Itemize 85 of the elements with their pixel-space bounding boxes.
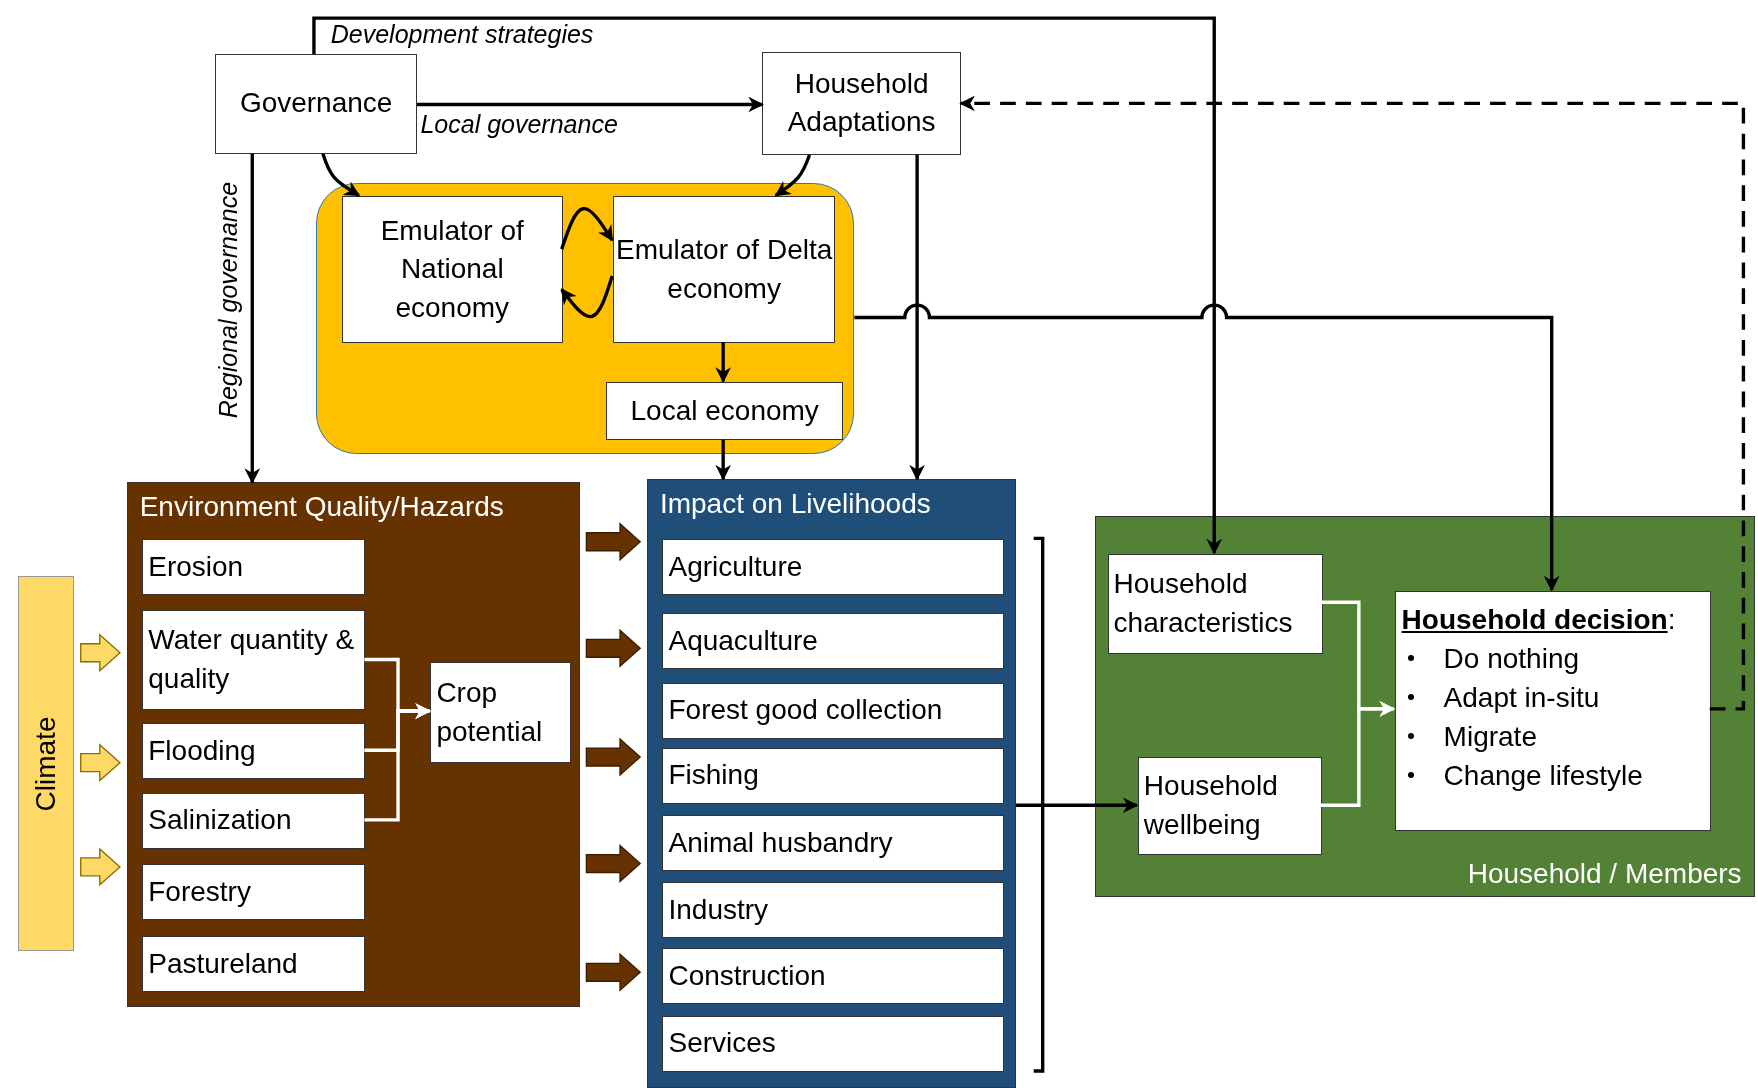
bullet-item: Change lifestyle [1443,760,1643,792]
node-label: Services [668,1026,776,1061]
process-box [430,662,571,764]
node-label: Salinization [148,803,292,838]
process-box [662,948,1005,1005]
process-box [662,682,1005,739]
edge-label: Development strategies [330,20,594,50]
process-box [662,814,1005,871]
process-box [142,792,366,849]
edge-label: Regional governance [213,182,243,419]
block-arrow [80,847,121,887]
arrow [417,96,764,113]
panel-heading: Household / Members [1467,857,1742,890]
process-box [1394,590,1711,831]
node-label: Emulator of Delta economy [614,232,834,306]
node-label: Crop potential [436,676,544,749]
panel-heading: Environment Quality/Hazards [139,491,504,524]
block-arrow [585,628,642,668]
node-label: Emulator of National economy [379,213,525,325]
group-panel [316,182,855,455]
process-box [662,539,1005,596]
process-box [1137,756,1322,856]
side-bar [17,576,74,951]
node-label: Industry [668,892,769,927]
process-box [662,613,1005,670]
panel-heading: Impact on Livelihoods [659,487,931,520]
arrow [715,439,731,481]
block-arrow [585,737,642,777]
block-arrow [80,633,121,673]
node-label: Construction [668,959,826,994]
bullet-item: Adapt in-situ [1443,682,1600,714]
node-label: Forest good collection [668,693,943,728]
node-label: Water quantity & quality [148,623,356,696]
process-box [142,864,366,921]
process-box [662,1015,1005,1072]
node-label: Flooding [148,733,256,768]
process-box [1107,553,1323,654]
bar-label: Climate [29,716,62,811]
process-box [613,196,836,343]
arrow [244,153,261,484]
node-heading: Household decision: [1401,602,1677,637]
group-panel [646,478,1016,1088]
process-box [215,53,418,154]
group-panel [126,482,580,1007]
arrow [560,207,614,250]
process-box [762,51,961,155]
bullet-item: Do nothing [1443,642,1580,674]
process-box [606,382,843,441]
process-box [142,609,366,710]
process-box [142,936,366,993]
node-label: Erosion [148,549,244,584]
arrow [1320,700,1396,807]
arrow [364,703,431,822]
arrow [1015,797,1139,814]
block-arrow [80,743,121,783]
process-box [341,196,563,343]
node-label: Governance [239,86,393,121]
arrow [312,16,1223,555]
arrow [774,154,812,197]
node-label: Household characteristics [1113,567,1294,640]
edge-label: Local governance [420,109,618,139]
block-arrow [585,844,642,883]
block-arrow [585,522,642,562]
dashed-arrow [959,95,1746,711]
node-label: Pastureland [148,946,298,981]
block-arrow [585,952,642,992]
process-box [662,882,1005,939]
arrow [715,342,731,383]
arrow [909,154,925,481]
group-panel [1095,515,1755,897]
node-label: Fishing [668,758,759,793]
node-label: Animal husbandry [668,825,893,860]
node-label: Household Adaptations [786,66,937,140]
node-label: Aquaculture [668,623,818,658]
arrow [560,275,614,319]
process-box [662,747,1005,804]
arrow [321,153,361,197]
node-label: Forestry [148,875,251,909]
bullet-item: Migrate [1443,721,1537,753]
process-box [142,723,366,780]
process-box [142,539,366,596]
node-label: Household wellbeing [1143,769,1279,842]
node-label: Agriculture [668,549,803,584]
arrow [854,303,1560,592]
node-label: Local economy [630,394,819,428]
